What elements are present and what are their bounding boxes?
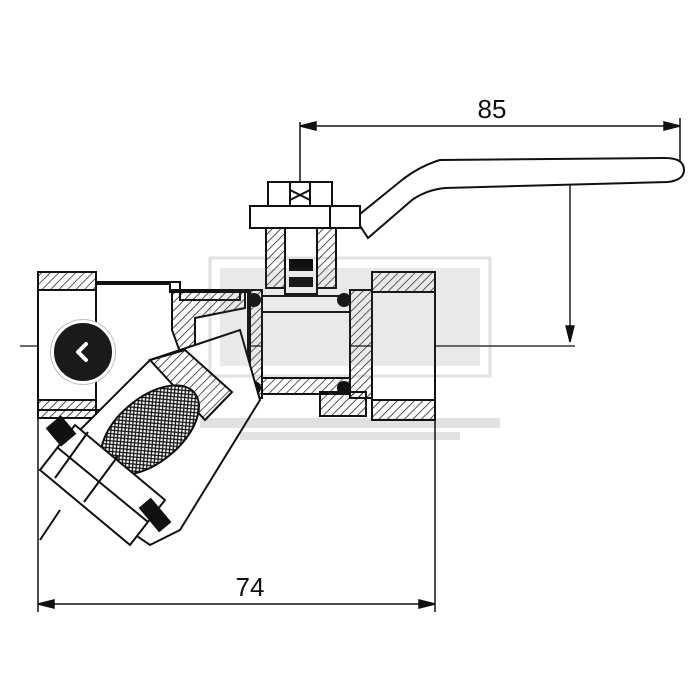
chevron-left-icon (76, 342, 88, 362)
valve-stem (265, 181, 337, 295)
valve-handle (249, 156, 686, 240)
watermark (200, 256, 500, 440)
handle-height-dimension (565, 159, 575, 343)
dimension-85-label: 85 (478, 94, 507, 124)
dimension-74-label: 74 (236, 572, 265, 602)
dimension-74 (37, 410, 436, 612)
prev-button[interactable] (51, 320, 115, 384)
dimension-85 (299, 118, 681, 260)
strainer-branch (38, 328, 262, 547)
